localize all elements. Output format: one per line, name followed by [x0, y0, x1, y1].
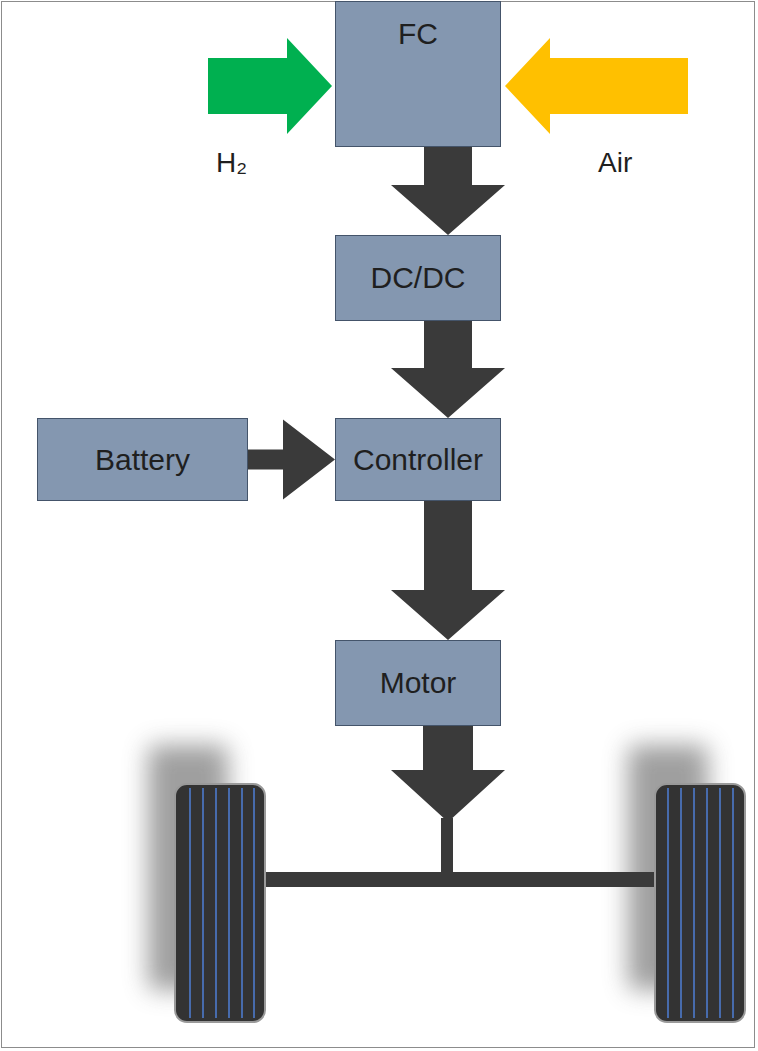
- component-box: Battery: [37, 418, 248, 501]
- hydrogen-arrow: [208, 38, 332, 134]
- power-flow-arrow: [391, 501, 505, 640]
- power-flow-arrow: [391, 147, 505, 235]
- flow-label: Air: [598, 146, 632, 180]
- air-arrow: [505, 38, 688, 134]
- component-name: Controller: [353, 442, 483, 478]
- wheel: [655, 784, 745, 1022]
- axle: [262, 872, 658, 887]
- component-name: DC/DC: [371, 260, 466, 296]
- drive-arrow: [391, 725, 505, 822]
- component-box: Controller: [335, 418, 501, 501]
- component-name: Battery: [95, 442, 190, 478]
- power-flow-arrow: [391, 321, 505, 418]
- component-box: FC: [335, 1, 501, 147]
- wheel: [175, 784, 265, 1022]
- component-box: DC/DC: [335, 235, 501, 321]
- component-name: Motor: [380, 665, 457, 701]
- flow-label: H₂: [216, 146, 247, 180]
- power-flow-arrow: [248, 420, 335, 500]
- component-box: Motor: [335, 640, 501, 726]
- component-name: FC: [398, 16, 438, 52]
